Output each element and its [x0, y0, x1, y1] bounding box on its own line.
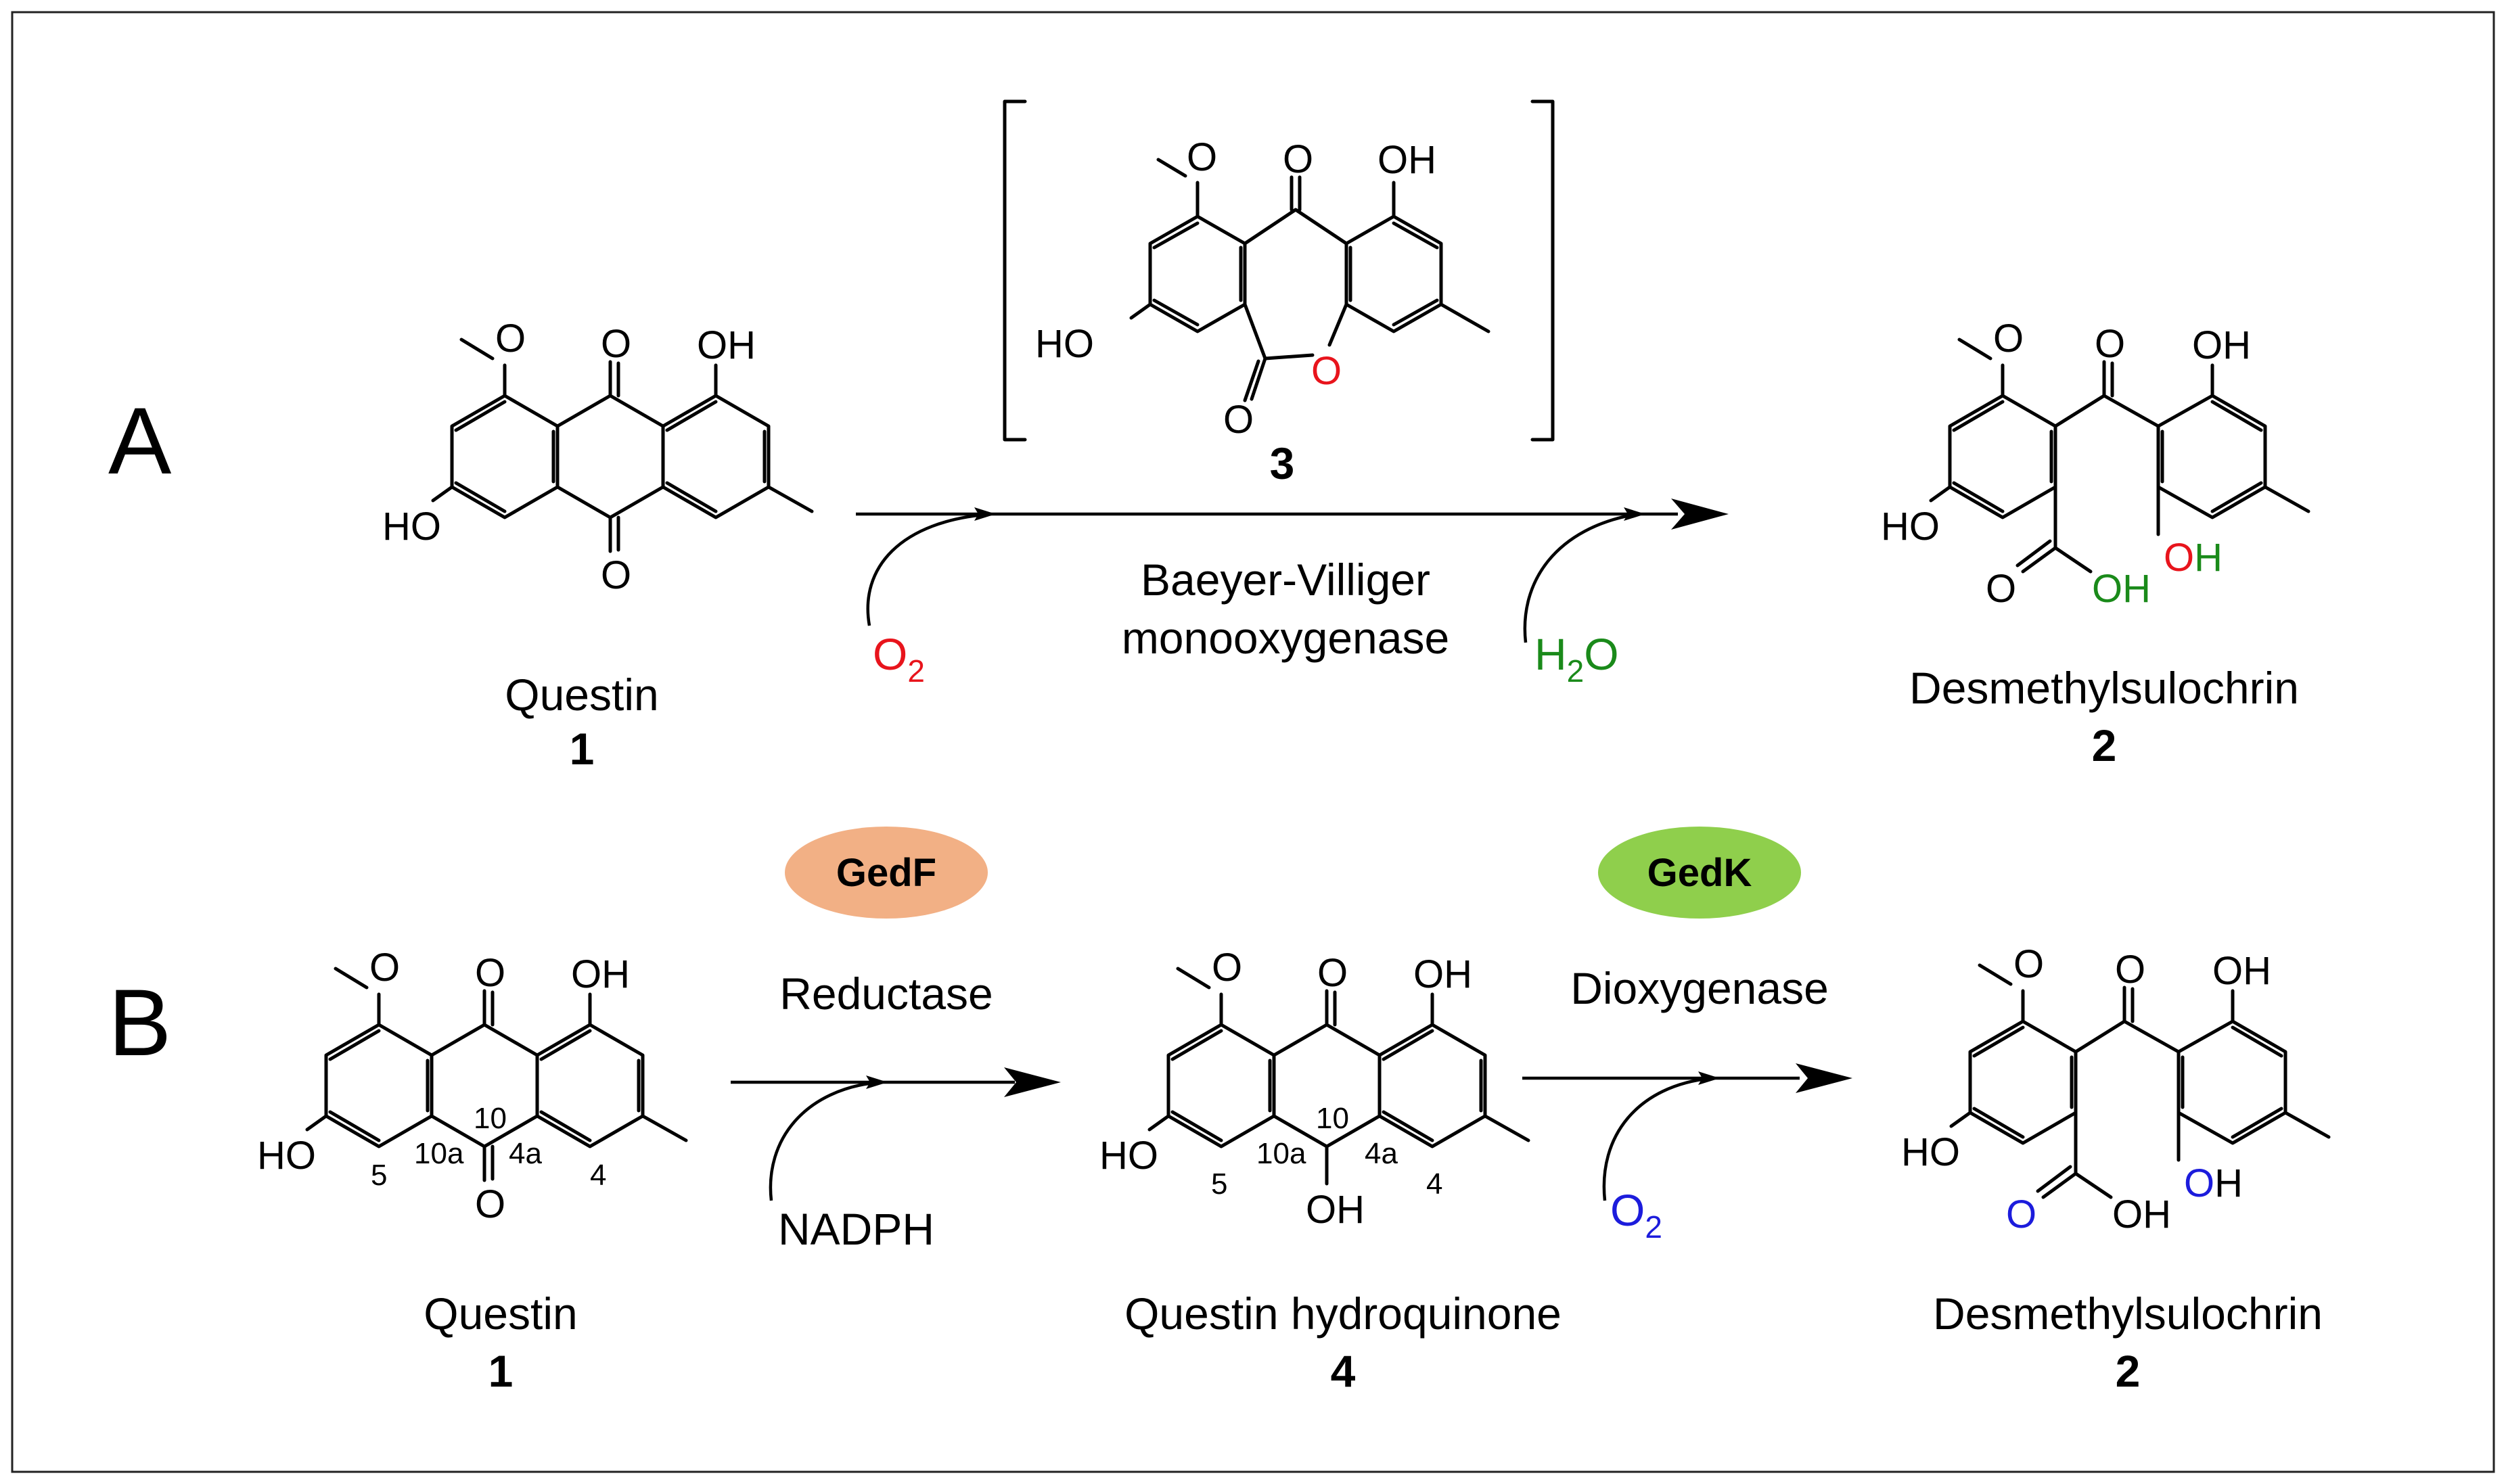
- reaction-a-h2o: H2O: [1534, 629, 1619, 689]
- intermediate-methoxy-o: O: [1187, 135, 1217, 179]
- hydroquinone-locant-4a: 4a: [1365, 1137, 1398, 1170]
- reaction-a-enzyme-line1: Baeyer-Villiger: [1141, 555, 1430, 605]
- desmethylsulochrin-b-phenol-oh: OH: [2184, 1161, 2243, 1205]
- hydroquinone-name: Questin hydroquinone: [1124, 1289, 1562, 1339]
- gedk-label: GedK: [1647, 851, 1752, 895]
- desmethylsulochrin-b-number: 2: [2116, 1346, 2141, 1396]
- desmethylsulochrin-b-oh-right: OH: [2212, 949, 2271, 993]
- questin-a-oh-right: OH: [697, 323, 756, 367]
- hydroquinone-number: 4: [1331, 1346, 1356, 1396]
- questin-b-locant-5: 5: [371, 1159, 387, 1192]
- desmethylsulochrin-a-name: Desmethylsulochrin: [1909, 663, 2299, 713]
- intermediate-structure: [1003, 99, 1555, 442]
- hydroquinone-carbonyl-top: O: [1317, 951, 1348, 995]
- intermediate-oh-left: HO: [1035, 322, 1094, 366]
- questin-b-carbonyl-top: O: [475, 951, 505, 995]
- hydroquinone-locant-4: 4: [1426, 1167, 1442, 1201]
- questin-b-locant-4a: 4a: [509, 1137, 542, 1170]
- desmethylsulochrin-a-oh-left: HO: [1881, 505, 1940, 549]
- questin-b-locant-4: 4: [590, 1159, 606, 1192]
- dioxygenase-label: Dioxygenase: [1570, 963, 1829, 1013]
- reaction-b1-nadph-curve: [769, 1080, 880, 1201]
- panel-label-a: A: [108, 388, 172, 494]
- reaction-a-enzyme-line2: monooxygenase: [1122, 613, 1449, 663]
- reaction-a-o2-curve: [866, 512, 992, 626]
- questin-b-carbonyl-bottom: O: [475, 1182, 505, 1226]
- desmethylsulochrin-b-oh-left: HO: [1901, 1130, 1960, 1174]
- questin-a-oh-left: HO: [382, 505, 441, 549]
- questin-structure-b: [305, 967, 688, 1182]
- reaction-a-o2: O2: [873, 629, 925, 689]
- desmethylsulochrin-structure-a: [1929, 338, 2310, 574]
- questin-a-name: Questin: [505, 670, 658, 720]
- questin-b-methoxy-o: O: [369, 946, 400, 990]
- desmethylsulochrin-b-ketone-o: O: [2115, 948, 2145, 992]
- figure-frame: [11, 11, 2495, 1473]
- hydroquinone-locant-10a: 10a: [1256, 1137, 1306, 1170]
- reaction-a-arrowhead: [1671, 498, 1729, 530]
- desmethylsulochrin-a-phenol-oh: OH: [2164, 536, 2223, 580]
- hydroquinone-oh-right: OH: [1413, 952, 1472, 996]
- reductase-label: Reductase: [779, 969, 993, 1019]
- hydroquinone-locant-10: 10: [1316, 1102, 1349, 1135]
- intermediate-ester-o: O: [1311, 349, 1342, 393]
- desmethylsulochrin-a-acid-oh: OH: [2092, 567, 2151, 611]
- questin-b-oh-right: OH: [571, 952, 630, 996]
- questin-structure-a: [431, 338, 814, 553]
- hydroquinone-locant-5: 5: [1211, 1167, 1227, 1201]
- desmethylsulochrin-a-methoxy-o: O: [1993, 317, 2024, 361]
- desmethylsulochrin-a-oh-right: OH: [2192, 323, 2251, 367]
- desmethylsulochrin-b-acid-oh: OH: [2112, 1192, 2171, 1236]
- nadph-label: NADPH: [778, 1204, 934, 1254]
- reaction-b2-o2-curve: [1602, 1076, 1712, 1201]
- gedf-enzyme-badge: [785, 827, 988, 919]
- questin-b-number: 1: [488, 1346, 514, 1396]
- questin-a-number: 1: [570, 724, 595, 774]
- desmethylsulochrin-b-methoxy-o: O: [2013, 942, 2044, 986]
- desmethylsulochrin-a-number: 2: [2092, 720, 2117, 770]
- hydroquinone-oh-left: HO: [1099, 1134, 1158, 1178]
- questin-a-carbonyl-bottom: O: [601, 553, 631, 597]
- questin-b-locant-10a: 10a: [414, 1137, 464, 1170]
- questin-b-name: Questin: [424, 1289, 577, 1339]
- questin-a-methoxy-o: O: [495, 317, 526, 361]
- gedk-enzyme-badge: [1598, 827, 1801, 919]
- panel-label-b: B: [108, 969, 171, 1075]
- intermediate-oh-right: OH: [1377, 138, 1436, 182]
- desmethylsulochrin-b-acid-o: O: [2006, 1192, 2036, 1236]
- intermediate-number: 3: [1270, 438, 1295, 488]
- questin-b-locant-10: 10: [474, 1102, 507, 1135]
- gedf-label: GedF: [836, 851, 936, 895]
- questin-hydroquinone-structure: [1147, 967, 1530, 1186]
- questin-b-oh-left: HO: [257, 1134, 316, 1178]
- reaction-b2-arrowhead: [1796, 1063, 1852, 1093]
- intermediate-carbonyl-o: O: [1223, 398, 1254, 442]
- hydroquinone-oh-bottom: OH: [1306, 1188, 1365, 1232]
- desmethylsulochrin-structure-b: [1949, 963, 2331, 1199]
- reaction-b1-arrowhead: [1004, 1067, 1061, 1097]
- reaction-a-h2o-curve: [1523, 512, 1638, 643]
- desmethylsulochrin-a-ketone-o: O: [2095, 322, 2125, 366]
- questin-a-carbonyl-top: O: [601, 322, 631, 366]
- desmethylsulochrin-b-name: Desmethylsulochrin: [1933, 1289, 2323, 1339]
- desmethylsulochrin-a-acid-o: O: [1986, 567, 2016, 611]
- hydroquinone-methoxy-o: O: [1212, 946, 1242, 990]
- reaction-b-o2: O2: [1610, 1185, 1662, 1245]
- intermediate-ketone-o: O: [1283, 137, 1313, 181]
